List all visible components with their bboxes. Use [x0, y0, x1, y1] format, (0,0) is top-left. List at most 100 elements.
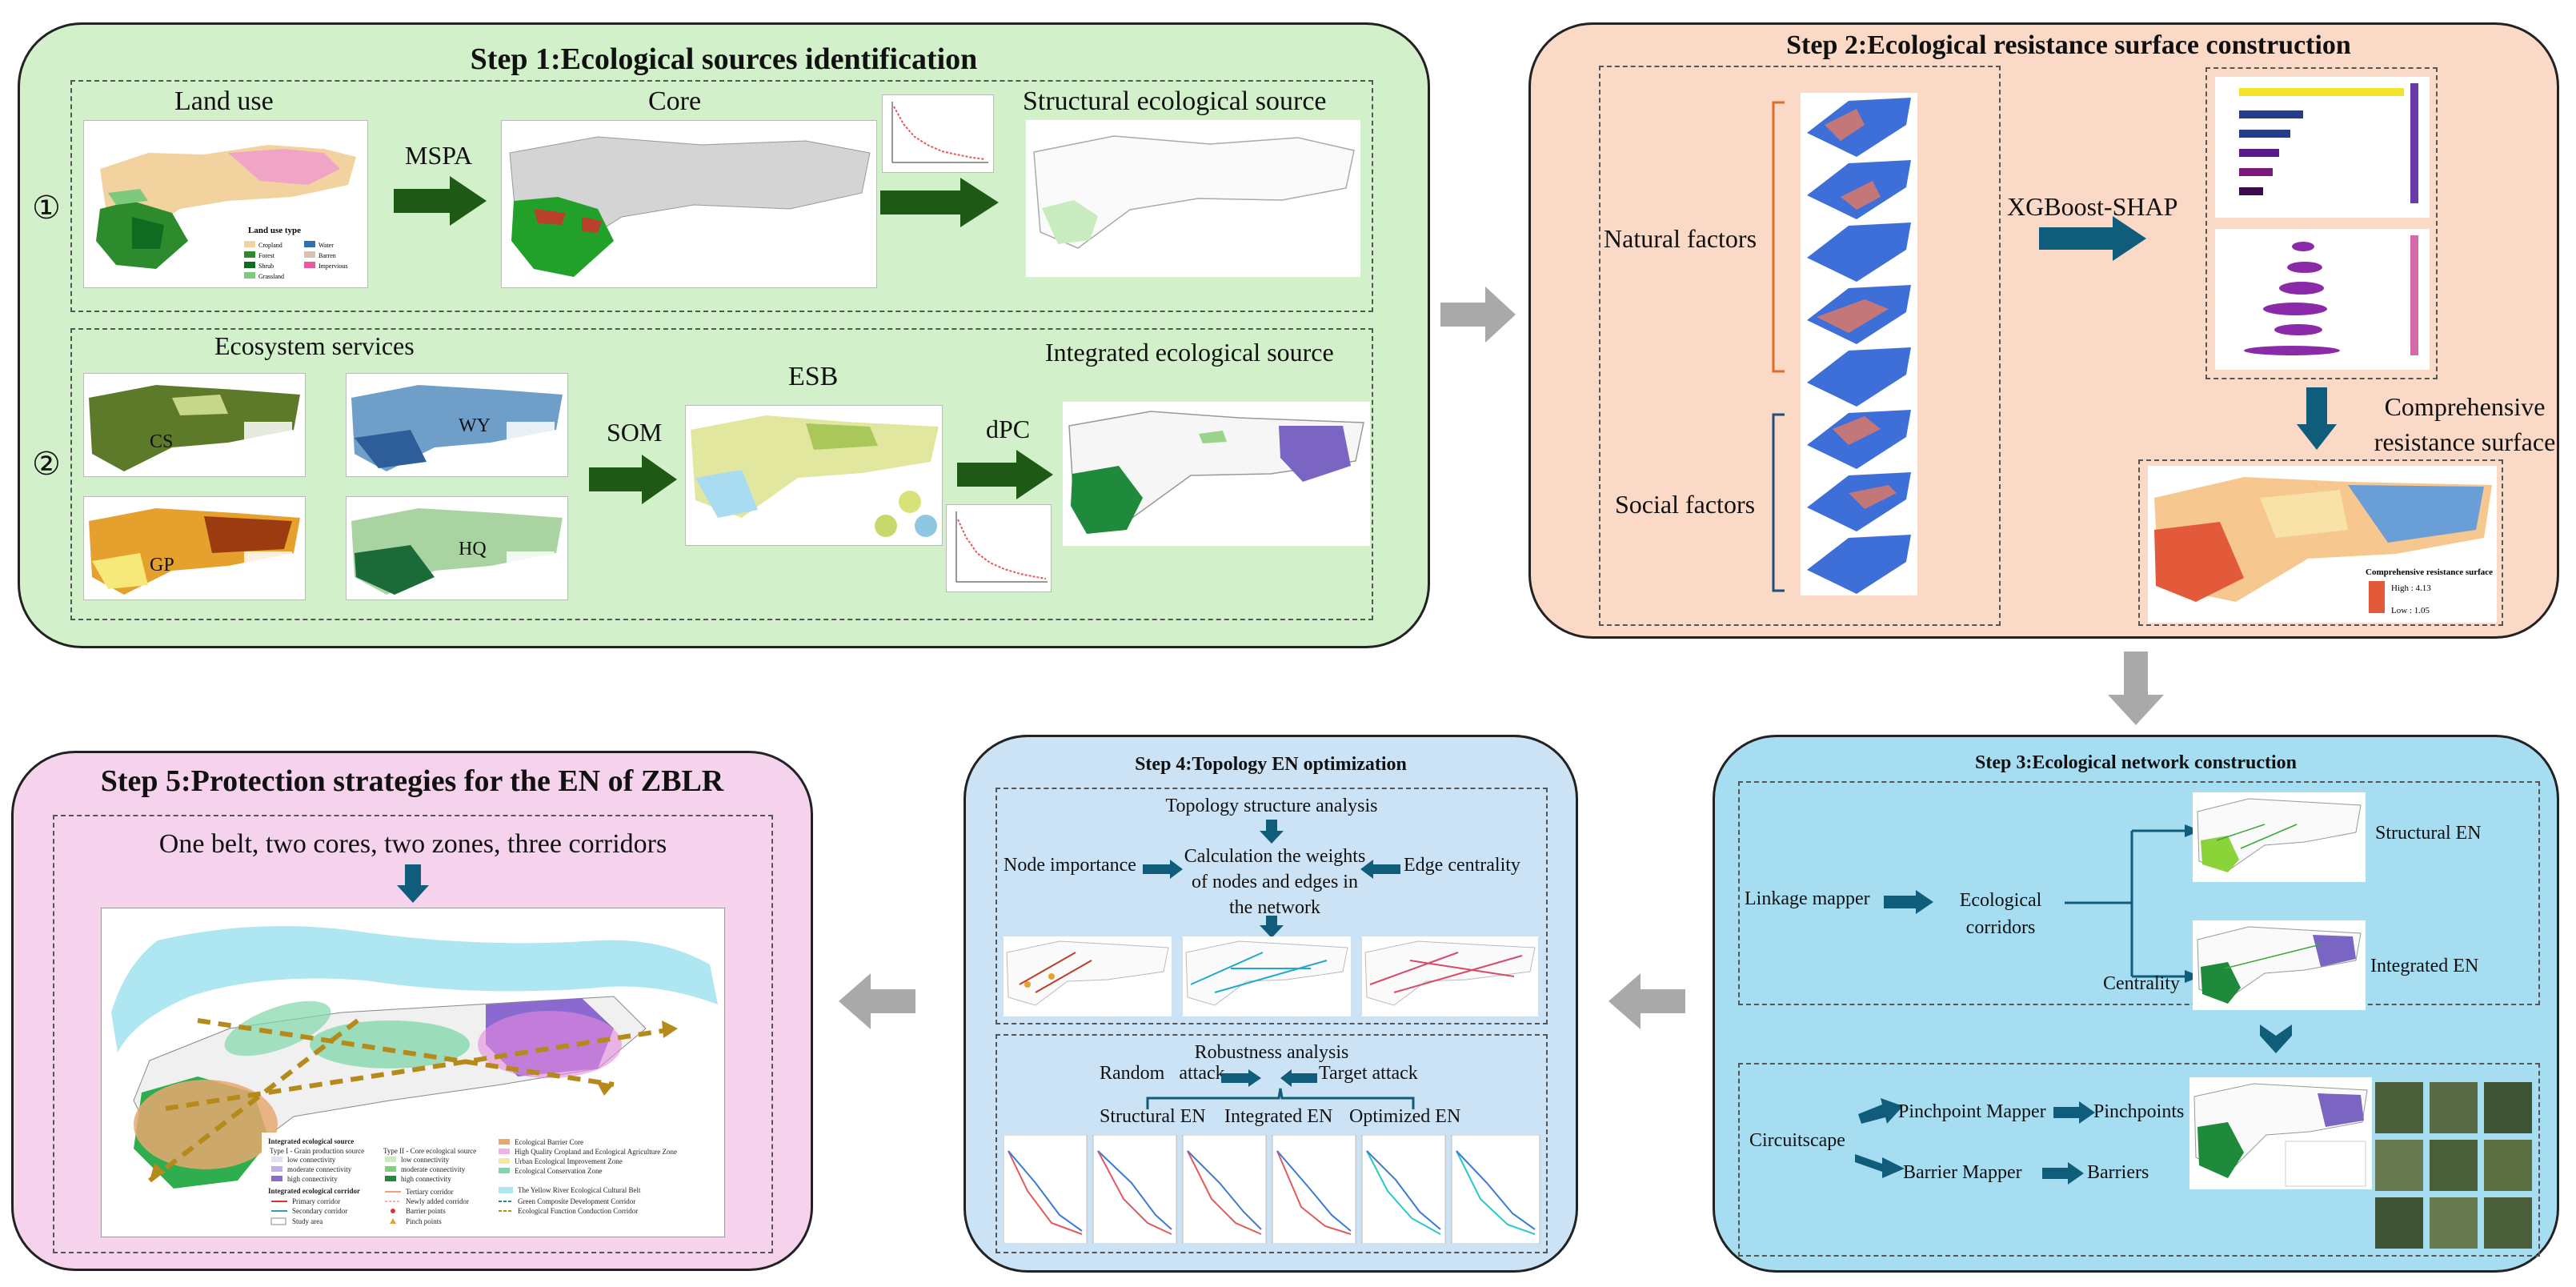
step4-bottom-box: [996, 1034, 1548, 1253]
edge-centrality-label: Edge centrality: [1404, 855, 1520, 876]
natural-factors-label: Natural factors: [1604, 224, 1757, 253]
topology-thumb-2: [1183, 936, 1351, 1016]
land-use-map: Land use type Cropland Forest Shrub Gras…: [83, 120, 368, 288]
svg-text:Low : 1.05: Low : 1.05: [2391, 606, 2430, 615]
dpc-curve-thumb: [946, 504, 1052, 592]
som-label: SOM: [607, 418, 663, 447]
robustness-curves: [1004, 1135, 1541, 1244]
svg-text:Newly added corridor: Newly added corridor: [406, 1197, 469, 1205]
structural-source-label: Structural ecological source: [1023, 86, 1327, 116]
arrow-barrier-mapper: [1855, 1154, 1905, 1178]
land-use-label: Land use: [174, 86, 274, 116]
step4-top-box: [996, 788, 1548, 1024]
topology-analysis-label: Topology structure analysis: [1165, 796, 1378, 816]
shap-beeswarm: [2215, 229, 2430, 370]
structural-en-label: Structural EN: [2375, 823, 2482, 844]
arrow-barriers: [2042, 1162, 2084, 1185]
arrow-random-attack: [1221, 1069, 1261, 1087]
step2-title: Step 2:Ecological resistance surface con…: [1786, 30, 2351, 60]
ecological-corridors-label: Ecological corridors: [1959, 890, 2042, 938]
resistance-legend-title: Comprehensive resistance surface: [2366, 567, 2493, 577]
chevron-down-icon: [2260, 1024, 2292, 1053]
svg-text:Urban Ecological Improvement Z: Urban Ecological Improvement Zone: [515, 1157, 623, 1165]
svg-text:Primary corridor: Primary corridor: [292, 1197, 340, 1205]
pinchpoint-mapper-label: Pinchpoint Mapper: [1898, 1101, 2046, 1122]
svg-text:Ecological Conservation Zone: Ecological Conservation Zone: [515, 1167, 602, 1175]
svg-text:low connectivity: low connectivity: [287, 1156, 336, 1164]
arrow-step4-to-step5: [839, 973, 915, 1029]
arrow-node-importance: [1143, 860, 1183, 879]
arrow-calculation-down: [1260, 916, 1284, 938]
mspa-label: MSPA: [405, 141, 473, 170]
linkage-mapper-label: Linkage mapper: [1745, 888, 1870, 909]
svg-text:Ecological Function Conduction: Ecological Function Conduction Corridor: [518, 1207, 638, 1215]
integrated-source-map: [1063, 402, 1370, 546]
factor-map-stack: [1801, 93, 1917, 595]
svg-text:Forest: Forest: [258, 252, 275, 259]
legend-col1-title: Integrated ecological source: [268, 1137, 354, 1145]
arrow-pinchpoint-mapper: [1858, 1098, 1903, 1124]
step3-top-box: [1738, 781, 2540, 1005]
es-map-cs: CS: [83, 373, 306, 477]
es-map-hq: HQ: [346, 496, 568, 600]
svg-text:Type I - Grain production sour: Type I - Grain production source: [270, 1147, 364, 1155]
ecosystem-services-label: Ecosystem services: [214, 331, 415, 360]
step1-title: Step 1:Ecological sources identification: [470, 42, 978, 76]
node-importance-label: Node importance: [1004, 855, 1136, 876]
arrow-topology-down: [1260, 820, 1284, 844]
centrality-branch: [2065, 824, 2201, 983]
centrality-label: Centrality: [2103, 973, 2180, 994]
svg-text:Barren: Barren: [318, 252, 336, 259]
svg-text:Pinch points: Pinch points: [406, 1217, 442, 1225]
integrated-en-label: Integrated EN: [2370, 956, 2479, 976]
integrated-en-label-4: Integrated EN: [1224, 1106, 1333, 1127]
arrow-step2-to-step3: [2108, 652, 2164, 725]
shap-bar-chart: [2215, 77, 2430, 218]
svg-text:Ecological Barrier Core: Ecological Barrier Core: [515, 1138, 583, 1146]
es-map-gp: GP: [83, 496, 306, 600]
random-attack-label: Random attack: [1100, 1063, 1225, 1084]
structural-source-map: [1026, 120, 1360, 277]
svg-text:Tertiary corridor: Tertiary corridor: [406, 1188, 454, 1196]
svg-text:Impervious: Impervious: [318, 263, 347, 270]
robustness-label: Robustness analysis: [1194, 1042, 1349, 1063]
arrow-structural: [880, 178, 999, 227]
svg-text:Integrated ecological corridor: Integrated ecological corridor: [268, 1187, 360, 1195]
es-label-gp: GP: [150, 555, 174, 575]
arrow-step1-to-step2: [1440, 287, 1516, 343]
robustness-brace: [1146, 1088, 1415, 1109]
shap-box: [2205, 67, 2438, 379]
svg-text:Cropland: Cropland: [258, 242, 282, 249]
es-map-wy: WY: [346, 373, 568, 477]
pinchpoint-map: [2189, 1077, 2372, 1189]
satellite-grid: [2375, 1082, 2532, 1250]
core-label: Core: [648, 86, 702, 116]
pinchpoints-label: Pinchpoints: [2093, 1101, 2185, 1122]
svg-text:moderate connectivity: moderate connectivity: [287, 1165, 352, 1173]
arrow-step5-down: [397, 864, 429, 903]
natural-bracket: [1772, 101, 1785, 373]
svg-text:Study area: Study area: [292, 1217, 323, 1225]
es-label-hq: HQ: [459, 539, 487, 559]
step5-box: [53, 815, 773, 1253]
arrow-target-attack: [1280, 1069, 1317, 1087]
core-map: [501, 120, 877, 288]
svg-text:low connectivity: low connectivity: [401, 1156, 450, 1164]
es-label-wy: WY: [459, 415, 491, 436]
step2-left-box: [1599, 66, 2001, 626]
arrow-linkage: [1884, 890, 1933, 914]
step3-title: Step 3:Ecological network construction: [1975, 752, 2297, 773]
step1-row2-box: [70, 328, 1373, 620]
protection-map: Integrated ecological source Type I - Gr…: [101, 908, 725, 1237]
integrated-source-label: Integrated ecological source: [1045, 338, 1334, 367]
topology-thumb-3: [1362, 936, 1538, 1016]
circuitscape-label: Circuitscape: [1749, 1130, 1845, 1151]
svg-text:Grassland: Grassland: [258, 273, 284, 280]
arrow-step3-to-step4: [1608, 973, 1685, 1029]
svg-text:Barrier points: Barrier points: [406, 1207, 446, 1215]
arrow-xgboost: [2039, 216, 2146, 261]
svg-text:high connectivity: high connectivity: [287, 1175, 338, 1183]
arrow-dpc: [957, 450, 1053, 499]
svg-text:Type II - Core ecological sour: Type II - Core ecological source: [383, 1147, 476, 1155]
comprehensive-label: Comprehensive resistance surface: [2374, 392, 2556, 456]
